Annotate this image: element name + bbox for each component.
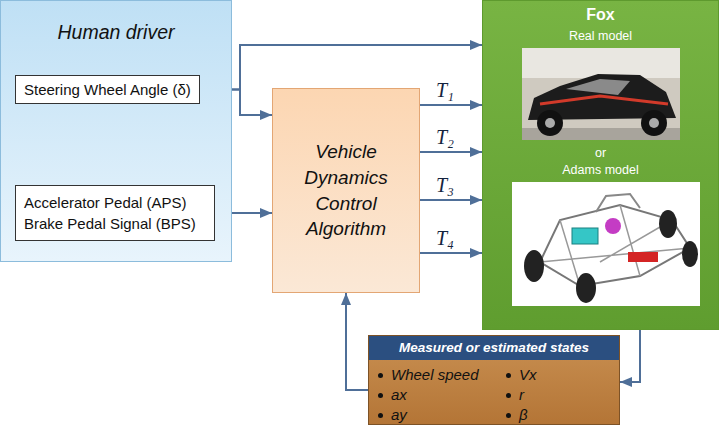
panel-title: Human driver	[1, 21, 231, 44]
signal-arrow	[420, 199, 482, 201]
image-caption: Real model	[483, 29, 718, 43]
driver-panel: Human driverSteering Wheel Angle (δ) Acce…	[0, 0, 232, 262]
vehicle-model-panel: FoxReal model orAdams model	[482, 0, 719, 330]
torque-label: T₂	[434, 126, 456, 148]
controller-box: Vehicle Dynamics Control Algorithm	[272, 88, 420, 293]
model-panel-fill	[482, 0, 719, 330]
signal-name: Steering Wheel Angle (δ)	[24, 81, 191, 98]
state-name: r	[519, 386, 524, 404]
image-caption: Adams model	[483, 163, 718, 177]
torque-label: T₁	[434, 79, 456, 101]
image-caption: or	[483, 146, 718, 160]
controller-name: Vehicle Dynamics Control Algorithm	[281, 139, 411, 242]
signal-name: Accelerator Pedal (APS) Brake Pedal Sign…	[24, 192, 206, 234]
state-name: ay	[391, 406, 407, 424]
signal-arrow	[620, 330, 640, 382]
signal-arrow	[420, 104, 482, 106]
signal-arrow	[420, 151, 482, 153]
signal-arrow	[420, 252, 482, 254]
state-name: β	[519, 406, 528, 424]
adams-model	[512, 182, 700, 306]
car-photo	[522, 48, 680, 140]
torque-label: T₄	[434, 227, 456, 249]
state-name: Vx	[519, 366, 537, 384]
states-box: Measured or estimated statesWheel speed V…	[368, 335, 620, 425]
signal-box: Accelerator Pedal (APS) Brake Pedal Sign…	[15, 185, 215, 241]
signal-box: Steering Wheel Angle (δ)	[15, 75, 200, 104]
states-header: Measured or estimated states	[369, 336, 619, 360]
torque-label: T₃	[434, 174, 456, 196]
signal-arrow	[346, 293, 368, 390]
panel-title: Fox	[483, 6, 718, 24]
state-name: Wheel speed	[391, 366, 479, 384]
state-name: ax	[391, 386, 407, 404]
